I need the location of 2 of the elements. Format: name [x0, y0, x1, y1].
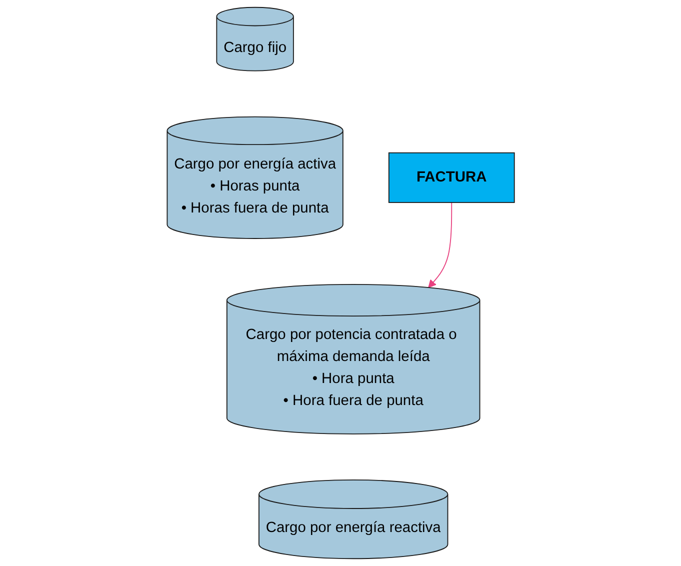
- node-box: FACTURA: [388, 152, 515, 203]
- arrow: [428, 202, 452, 288]
